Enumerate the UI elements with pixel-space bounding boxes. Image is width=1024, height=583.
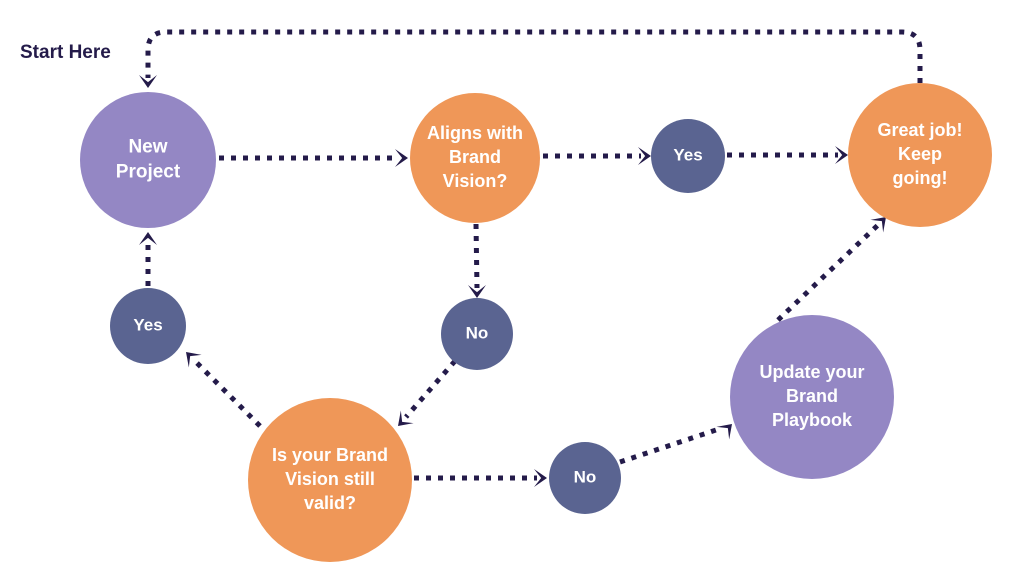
edge-aligns-to-yes-top-arrowhead-icon <box>638 147 651 165</box>
edge-no-bottom-to-update-playbook <box>619 424 732 465</box>
edge-brand-vision-valid-to-no-bottom-arrowhead-icon <box>534 469 547 487</box>
edge-aligns-to-no-middle-line <box>473 223 480 289</box>
node-no-middle[interactable]: No <box>441 298 513 370</box>
node-great-job-keep-going-shape[interactable] <box>848 83 992 227</box>
edge-no-bottom-to-update-playbook-arrowhead-icon <box>716 424 732 440</box>
edge-brand-vision-valid-to-yes-left-line <box>192 358 262 428</box>
node-no-bottom[interactable]: No <box>549 442 621 514</box>
edge-brand-vision-valid-to-yes-left <box>186 352 262 428</box>
edge-great-job-to-new-project <box>139 29 923 88</box>
node-yes-top-shape[interactable] <box>651 119 725 193</box>
edge-yes-left-to-new-project <box>139 232 157 286</box>
edge-no-bottom-to-update-playbook-line <box>619 425 723 465</box>
node-yes-left[interactable]: Yes <box>110 288 186 364</box>
edges-layer <box>139 29 923 487</box>
edge-great-job-to-new-project-line <box>145 29 923 83</box>
node-update-brand-playbook-shape[interactable] <box>730 315 894 479</box>
edge-update-playbook-to-great-job-line <box>776 223 880 322</box>
edge-aligns-to-no-middle <box>468 223 486 298</box>
node-no-middle-shape[interactable] <box>441 298 513 370</box>
edge-no-middle-to-brand-vision-valid-arrowhead-icon <box>398 410 414 426</box>
node-new-project-shape[interactable] <box>80 92 216 228</box>
node-is-brand-vision-still-valid-shape[interactable] <box>248 398 412 562</box>
start-here-label: Start Here <box>20 42 111 63</box>
edge-aligns-to-yes-top <box>543 147 651 165</box>
node-no-bottom-shape[interactable] <box>549 442 621 514</box>
node-yes-left-shape[interactable] <box>110 288 186 364</box>
edge-no-middle-to-brand-vision-valid-line <box>404 359 457 419</box>
edge-brand-vision-valid-to-yes-left-arrowhead-icon <box>186 352 202 368</box>
edge-yes-top-to-great-job <box>727 146 848 164</box>
edge-new-project-to-aligns <box>219 149 408 167</box>
edge-brand-vision-valid-to-no-bottom <box>414 469 547 487</box>
edge-no-middle-to-brand-vision-valid <box>398 359 457 426</box>
edge-aligns-to-no-middle-arrowhead-icon <box>468 285 486 298</box>
edge-great-job-to-new-project-arrowhead-icon <box>139 75 157 88</box>
node-yes-top[interactable]: Yes <box>651 119 725 193</box>
edge-update-playbook-to-great-job <box>776 217 886 322</box>
edge-yes-left-to-new-project-arrowhead-icon <box>139 232 157 245</box>
edge-update-playbook-to-great-job-arrowhead-icon <box>870 217 886 233</box>
annotations-layer: Start Here <box>20 42 111 63</box>
node-aligns-with-brand-vision-shape[interactable] <box>410 93 540 223</box>
edge-new-project-to-aligns-arrowhead-icon <box>395 149 408 167</box>
edge-yes-top-to-great-job-arrowhead-icon <box>835 146 848 164</box>
